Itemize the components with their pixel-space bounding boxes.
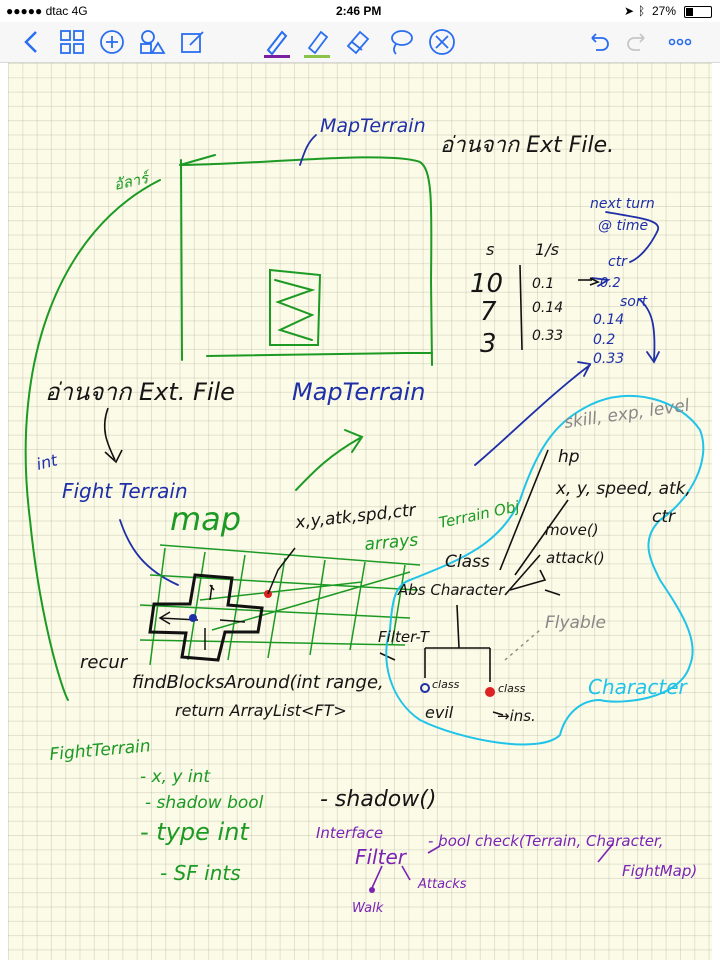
location-icon: ➤ (624, 4, 635, 18)
undo-icon[interactable] (582, 26, 614, 58)
highlighter-icon[interactable] (300, 26, 332, 58)
lasso-icon[interactable] (384, 26, 416, 58)
status-bar: ●●●●● dtac 4G 2:46 PM ➤ ᛒ 27% (0, 0, 720, 22)
clock: 2:46 PM (336, 4, 382, 18)
thumbnails-icon[interactable] (56, 26, 88, 58)
back-icon[interactable] (16, 26, 48, 58)
bluetooth-icon: ᛒ (638, 4, 646, 18)
add-page-icon[interactable] (96, 26, 128, 58)
grid-paper (8, 63, 712, 960)
carrier-label: ●●●●● dtac 4G (6, 4, 88, 18)
edit-icon[interactable] (176, 26, 208, 58)
note-page[interactable] (0, 63, 720, 960)
redo-icon[interactable] (622, 26, 654, 58)
eraser-icon[interactable] (342, 26, 374, 58)
pen-icon[interactable] (260, 26, 292, 58)
more-icon[interactable] (664, 26, 696, 58)
battery-icon (684, 6, 712, 18)
close-circle-icon[interactable] (426, 26, 458, 58)
shapes-icon[interactable] (136, 26, 168, 58)
battery-percent: 27% (652, 4, 677, 18)
toolbar (0, 22, 720, 63)
